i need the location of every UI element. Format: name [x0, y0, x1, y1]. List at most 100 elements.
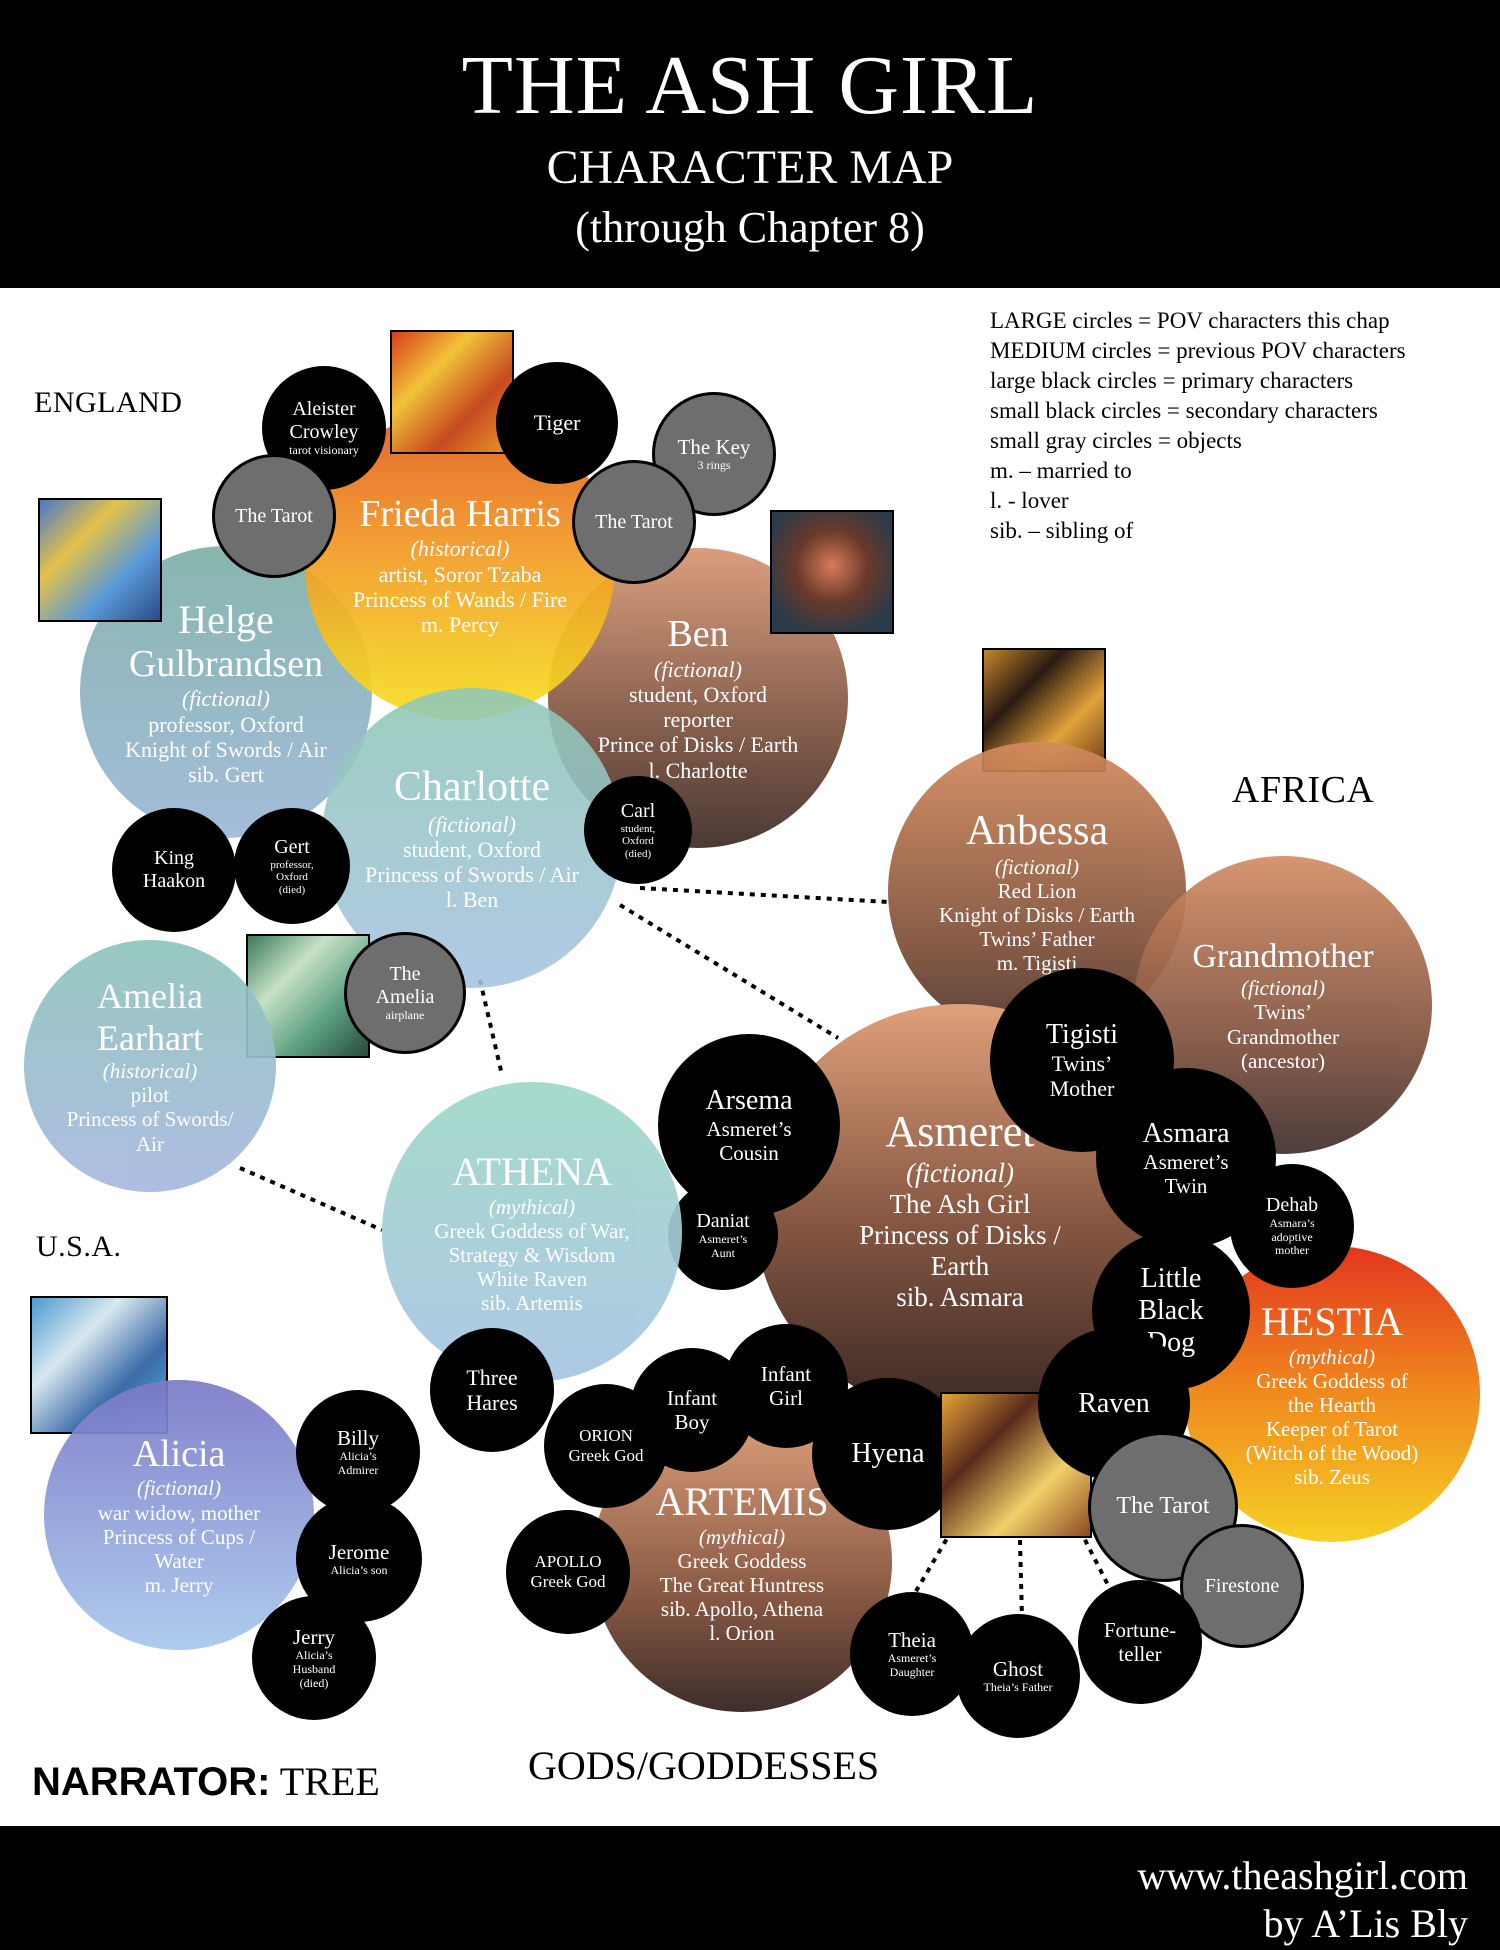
header-bar: THE ASH GIRL CHARACTER MAP (through Chap… [0, 0, 1500, 288]
character-note: Asmeret’s [706, 1116, 792, 1141]
character-king-haakon[interactable]: King Haakon [112, 808, 236, 932]
character-name: Haakon [142, 870, 206, 892]
character-name: Tiger [533, 410, 581, 436]
character-name: Hyena [851, 1437, 925, 1469]
character-ghost[interactable]: Ghost Theia’s Father [956, 1614, 1080, 1738]
character-detail: sib. Gert [188, 762, 264, 788]
character-tag: (mythical) [488, 1194, 576, 1219]
character-charlotte[interactable]: Charlotte (fictional) student, Oxford Pr… [322, 688, 622, 988]
character-asmara[interactable]: Asmara Asmeret’s Twin [1096, 1068, 1276, 1248]
character-detail: Knight of Swords / Air [125, 736, 327, 762]
character-detail: the Hearth [1287, 1392, 1377, 1417]
character-amelia[interactable]: Amelia Earhart (historical) pilot Prince… [24, 940, 276, 1192]
character-name: Black [1138, 1294, 1204, 1326]
region-usa: U.S.A. [36, 1230, 122, 1263]
character-detail: war widow, mother [97, 1500, 261, 1525]
character-fortune-teller[interactable]: Fortune- teller [1078, 1580, 1202, 1704]
object-the-amelia[interactable]: The Amelia airplane [344, 932, 466, 1054]
character-detail: professor, Oxford [148, 711, 304, 737]
character-name: Billy [336, 1426, 379, 1451]
object-the-key[interactable]: The Key 3 rings [652, 392, 776, 516]
character-three-hares[interactable]: Three Hares [430, 1328, 554, 1452]
object-note: airplane [385, 1008, 425, 1023]
legend-item: MEDIUM circles = previous POV characters [990, 338, 1406, 363]
character-name: Infant [666, 1385, 718, 1410]
character-name: HESTIA [1260, 1298, 1404, 1344]
character-note: Oxford [622, 835, 654, 848]
character-name: Anbessa [965, 807, 1109, 854]
tarot-card-image [390, 330, 514, 454]
object-note: 3 rings [697, 458, 731, 473]
legend: LARGE circles = POV characters this chap… [990, 306, 1406, 546]
link-tarot-ghost [1018, 1539, 1024, 1619]
character-daniat[interactable]: Daniat Asmeret’s Aunt [668, 1180, 778, 1290]
character-detail: Princess of Wands / Fire [352, 586, 568, 612]
character-tag: (fictional) [1241, 976, 1325, 1001]
character-note: Mother [1049, 1076, 1115, 1102]
character-tag: (fictional) [654, 656, 742, 682]
character-detail: m. Percy [420, 612, 500, 638]
legend-item: small black circles = secondary characte… [990, 398, 1378, 423]
character-hyena[interactable]: Hyena [812, 1378, 964, 1530]
character-name: Ben [667, 612, 729, 655]
character-detail: sib. Apollo, Athena [660, 1597, 824, 1622]
character-detail: m. Jerry [144, 1573, 214, 1598]
character-detail: Knight of Disks / Earth [939, 903, 1135, 928]
footer-bar: www.theashgirl.com by A’Lis Bly [0, 1826, 1500, 1950]
narrator-name: TREE [279, 1759, 380, 1804]
character-billy[interactable]: Billy Alicia’s Admirer [296, 1390, 420, 1514]
character-detail: sib. Zeus [1294, 1465, 1370, 1490]
legend-item: m. – married to [990, 458, 1132, 483]
character-theia[interactable]: Theia Asmeret’s Daughter [850, 1592, 974, 1716]
character-detail: White Raven [476, 1267, 588, 1292]
character-detail: l. Ben [445, 887, 499, 913]
character-detail: (ancestor) [1241, 1048, 1325, 1073]
character-arsema[interactable]: Arsema Asmeret’s Cousin [658, 1034, 840, 1216]
character-name: Earhart [97, 1017, 203, 1058]
object-name: The Tarot [595, 510, 673, 533]
character-apollo[interactable]: APOLLO Greek God [506, 1510, 630, 1634]
legend-item: small gray circles = objects [990, 428, 1242, 453]
character-name: Charlotte [393, 764, 551, 811]
character-detail: Princess of Disks / [859, 1219, 1061, 1250]
object-firestone[interactable]: Firestone [1180, 1524, 1304, 1648]
character-name: Alicia [132, 1432, 226, 1475]
character-alicia[interactable]: Alicia (fictional) war widow, mother Pri… [44, 1380, 314, 1650]
character-name: Infant [760, 1361, 812, 1386]
map-title: THE ASH GIRL [461, 39, 1039, 132]
character-note: Theia’s Father [983, 1680, 1053, 1695]
character-detail: Grandmother [1227, 1024, 1339, 1049]
character-orion[interactable]: ORION Greek God [544, 1384, 668, 1508]
character-note: Asmeret’s [1143, 1149, 1229, 1174]
character-jerry[interactable]: Jerry Alicia’s Husband (died) [252, 1596, 376, 1720]
character-detail: Greek Goddess of War, [434, 1218, 630, 1243]
character-athena[interactable]: ATHENA (mythical) Greek Goddess of War, … [382, 1082, 682, 1382]
character-note: adoptive [1271, 1229, 1313, 1244]
character-name: Arsema [705, 1084, 793, 1116]
character-note: mother [1275, 1243, 1309, 1258]
narrator-label: NARRATOR: [32, 1760, 271, 1804]
character-gert[interactable]: Gert professor, Oxford (died) [234, 808, 350, 924]
character-note: Cousin [719, 1141, 779, 1166]
character-dehab[interactable]: Dehab Asmara’s adoptive mother [1230, 1164, 1354, 1288]
character-detail: Air [136, 1131, 164, 1156]
character-detail: sib. Artemis [481, 1291, 583, 1316]
character-detail: Keeper of Tarot [1265, 1417, 1399, 1441]
object-name: The Tarot [235, 504, 313, 527]
character-name: Little [1140, 1262, 1202, 1294]
character-note: Admirer [337, 1463, 379, 1478]
character-note: Greek God [530, 1572, 606, 1591]
region-england: ENGLAND [34, 386, 183, 419]
object-name: The [389, 963, 421, 986]
character-detail: pilot [130, 1083, 170, 1108]
character-carl[interactable]: Carl student, Oxford (died) [584, 776, 692, 884]
character-name: Ghost [992, 1657, 1044, 1682]
character-helge[interactable]: Helge Gulbrandsen (fictional) professor,… [80, 546, 372, 838]
character-tiger[interactable]: Tiger [496, 362, 618, 484]
character-name: Daniat [696, 1209, 750, 1232]
character-name: Asmara [1142, 1117, 1230, 1149]
object-the-tarot-2[interactable]: The Tarot [572, 460, 696, 584]
website-link[interactable]: www.theashgirl.com [1137, 1853, 1468, 1898]
object-the-tarot-1[interactable]: The Tarot [212, 454, 336, 578]
